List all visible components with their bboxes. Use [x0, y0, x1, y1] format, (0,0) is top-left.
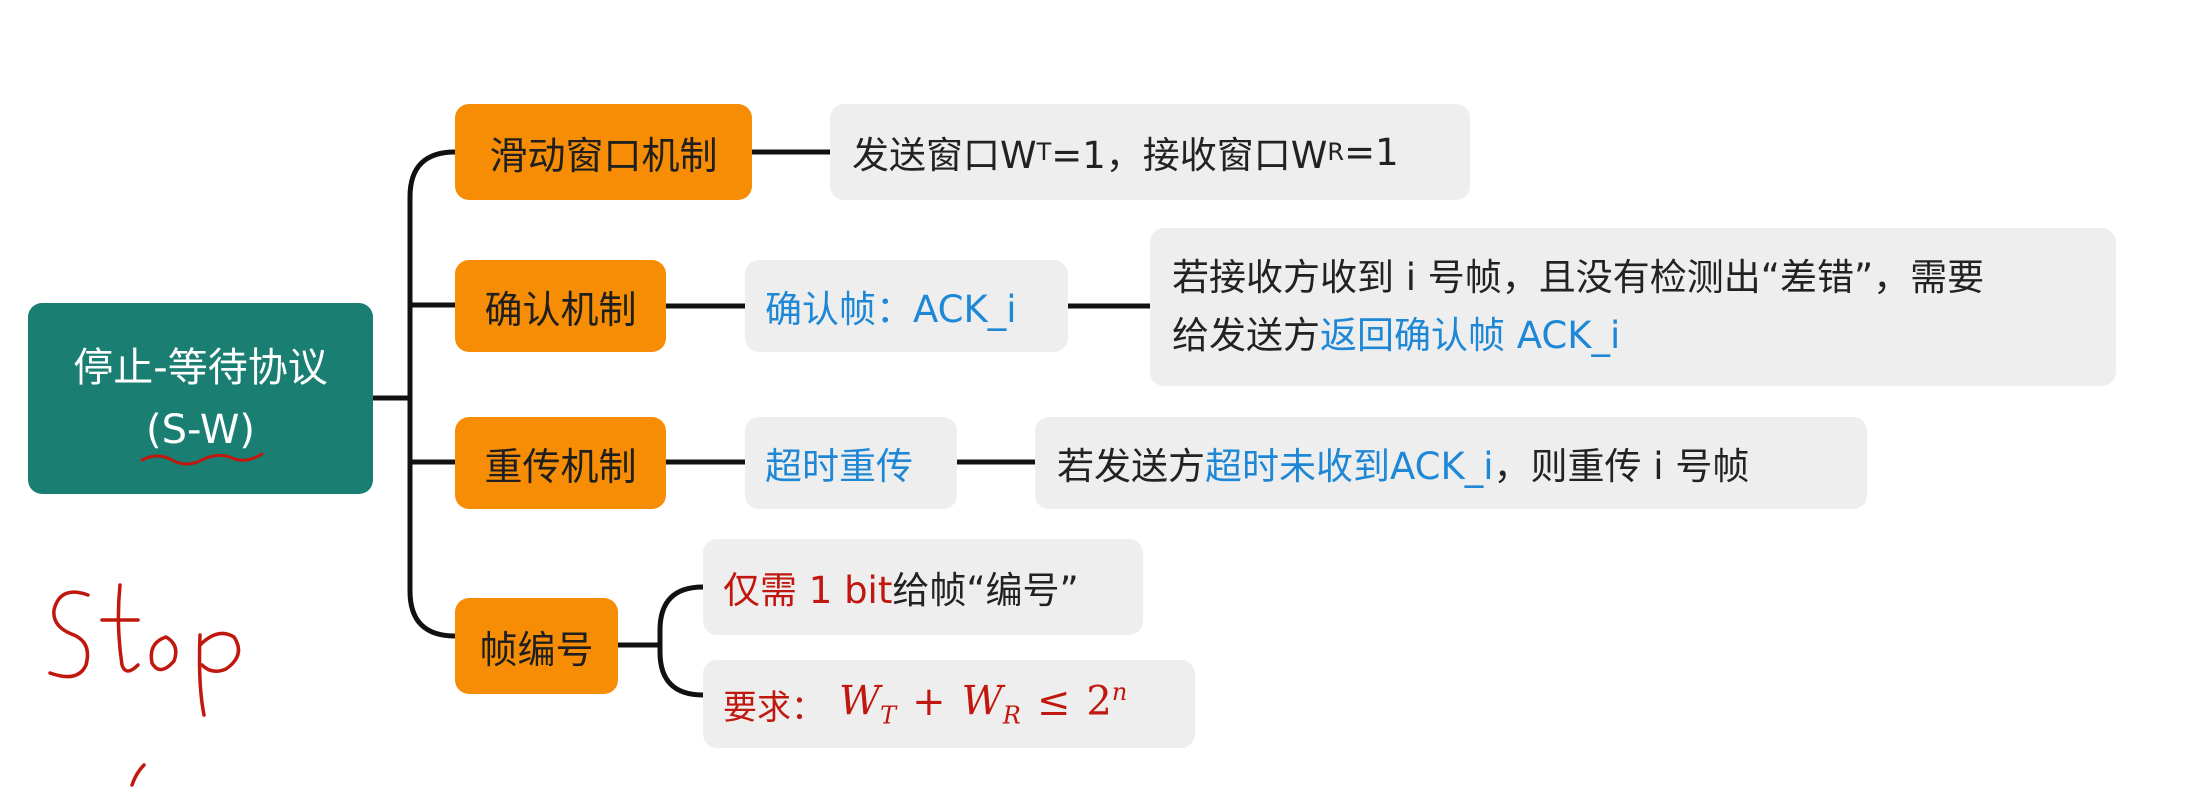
root-title: 停止-等待协议 — [73, 344, 328, 391]
mechanism-retransmit: 重传机制 — [455, 417, 666, 509]
mechanism-label: 确认机制 — [484, 287, 637, 332]
recv-window-sub: R — [1327, 138, 1345, 166]
mechanism-label: 帧编号 — [479, 627, 594, 672]
one-bit-numbering: 仅需 1 bit 给帧“编号” — [703, 539, 1143, 635]
handwritten-underline — [140, 452, 264, 466]
handwritten-stop — [48, 583, 241, 787]
timeout-label: 超时重传 — [765, 445, 913, 488]
timeout-retransmit-node: 超时重传 — [745, 417, 957, 509]
ack-detail: 若接收方收到 i 号帧，且没有检测出“差错”，需要 给发送方返回确认帧 ACK_… — [1150, 228, 2116, 386]
mechanism-sliding-window: 滑动窗口机制 — [455, 104, 752, 200]
recv-window-value: =1 — [1344, 130, 1399, 174]
retransmit-suffix: ，则重传 i 号帧 — [1493, 445, 1750, 488]
formula-two: 2 — [1086, 678, 1112, 725]
one-bit-highlight: 仅需 1 bit — [723, 569, 893, 612]
ack-detail-line1: 若接收方收到 i 号帧，且没有检测出“差错”，需要 — [1172, 256, 1985, 299]
formula-plus: + — [912, 678, 946, 725]
ack-detail-line2: 给发送方返回确认帧 ACK_i — [1172, 307, 1620, 365]
retransmit-highlight: 超时未收到ACK_i — [1205, 445, 1494, 488]
mechanism-label: 滑动窗口机制 — [489, 133, 718, 178]
mechanism-ack: 确认机制 — [455, 260, 666, 352]
formula-w: W — [839, 678, 881, 725]
mechanism-frame-numbering: 帧编号 — [455, 598, 618, 694]
formula-sub-r: R — [1002, 701, 1021, 730]
retransmit-detail: 若发送方超时未收到ACK_i，则重传 i 号帧 — [1035, 417, 1867, 509]
one-bit-suffix: 给帧“编号” — [892, 569, 1079, 612]
formula-sub-t: T — [880, 701, 897, 730]
retransmit-prefix: 若发送方 — [1057, 445, 1205, 488]
requirement-label: 要求： — [723, 687, 825, 728]
formula-le: ≤ — [1036, 678, 1071, 725]
ack-detail-prefix: 给发送方 — [1172, 314, 1320, 357]
formula: WT+WR≤2n — [839, 678, 1127, 729]
recv-window-text: =1，接收窗口W — [1051, 134, 1328, 177]
window-requirement: 要求： WT+WR≤2n — [703, 660, 1195, 748]
formula-sup-n: n — [1111, 678, 1128, 707]
mechanism-label: 重传机制 — [484, 444, 637, 489]
send-window-text: 发送窗口W — [852, 134, 1037, 177]
formula-w2: W — [961, 678, 1003, 725]
root-abbr: (S-W) — [146, 406, 255, 453]
ack-detail-highlight: 返回确认帧 ACK_i — [1320, 314, 1621, 357]
send-window-sub: T — [1036, 138, 1052, 166]
ack-frame-label: 确认帧：ACK_i — [765, 288, 1017, 331]
ack-frame-node: 确认帧：ACK_i — [745, 260, 1068, 352]
